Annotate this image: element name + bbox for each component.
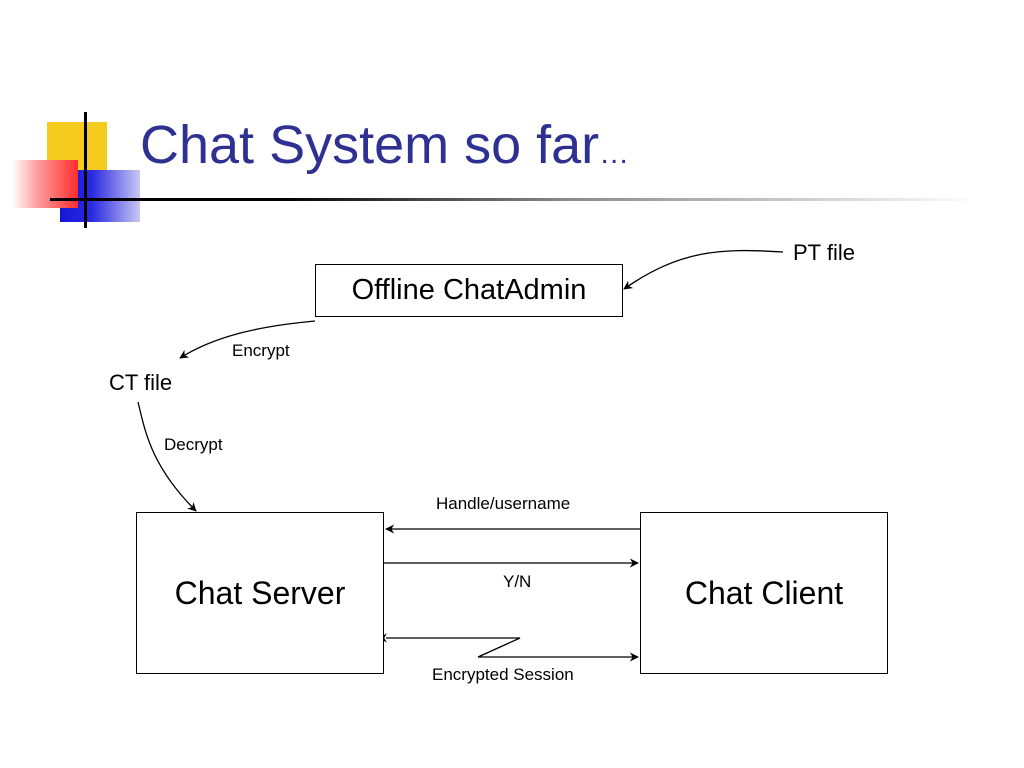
slide-title-text: Chat System so far <box>140 115 600 175</box>
pt-file-label: PT file <box>793 240 855 265</box>
ct-file-label: CT file <box>109 370 173 395</box>
title-ellipsis: … <box>599 137 633 170</box>
chat-server-box: Chat Server <box>136 512 384 674</box>
arrow-encrypt <box>179 320 316 359</box>
yn-label: Y/N <box>503 572 532 591</box>
encrypt-label: Encrypt <box>232 341 290 360</box>
handle-username-label: Handle/username <box>436 494 571 513</box>
encrypted-session-label: Encrypted Session <box>432 665 574 684</box>
arrow-decrypt <box>137 401 197 512</box>
offline-chatadmin-box: Offline ChatAdmin <box>315 264 623 317</box>
title-underline <box>50 198 980 201</box>
arrow-encrypted-session <box>377 633 639 662</box>
slide-title: Chat System so far… <box>140 118 632 172</box>
arrow-pt-to-admin <box>623 249 784 290</box>
chat-client-box: Chat Client <box>640 512 888 674</box>
decrypt-label: Decrypt <box>164 435 223 454</box>
decor-vertical-line <box>84 112 87 228</box>
